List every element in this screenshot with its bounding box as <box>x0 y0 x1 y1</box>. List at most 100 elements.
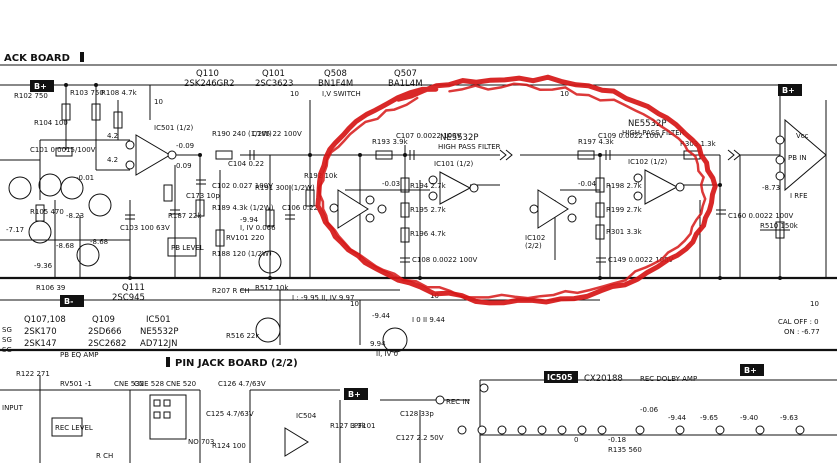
voltage-label: 4.2 <box>107 156 118 164</box>
voltage-label: 9.94 <box>370 340 386 348</box>
ic102-ref: IC102 (1/2) <box>628 158 668 166</box>
pb-eq-amp-label: PB EQ AMP <box>60 351 98 359</box>
right-ic-pin <box>775 155 785 165</box>
parts-table-part: NE5532P <box>140 327 179 337</box>
c109-label: C109 0.0022 100V <box>598 132 664 140</box>
r190-label: R190 240 (1/2W) <box>212 130 272 138</box>
r104-label: R104 100 <box>34 119 68 127</box>
c101-label: C101 0.0015/100V <box>30 146 96 154</box>
r191-label: R191 300 (1/2W) <box>255 184 315 192</box>
red-annotation-circle <box>315 74 718 306</box>
parts-table-part: 2SD666 <box>88 327 122 337</box>
parts-table-refs: Q107,108 <box>24 315 66 325</box>
ic501-pin <box>125 140 135 150</box>
ic504-opamp <box>284 427 309 457</box>
mode-label: II, IV 0 <box>376 350 398 358</box>
r122-label: R122 271 <box>16 370 50 378</box>
sg-label: SG <box>2 326 12 334</box>
c127-label: C127 2.2 50V <box>396 434 444 442</box>
voltage-label: -9.44 <box>372 312 391 320</box>
r124-label: R124 100 <box>212 442 246 450</box>
voltage-label: -0.03 <box>382 180 400 188</box>
voltage-label: -9.63 <box>780 414 798 422</box>
rch-label: R CH <box>96 452 113 460</box>
right-ic-pin <box>775 135 785 145</box>
c125-label: C125 4.7/63V <box>206 410 254 418</box>
voltage-label: -0.09 <box>176 142 194 150</box>
connector-label: CNE 520 <box>166 380 196 388</box>
right-ic-pin <box>775 171 785 181</box>
board-title-bottom: PIN JACK BOARD (2/2) <box>175 358 298 369</box>
left-resistors <box>35 103 315 247</box>
left-capacitors <box>125 150 295 220</box>
r189-label: R189 4.3k (1/2W) <box>212 204 274 212</box>
q508-ref: Q508 <box>324 69 347 79</box>
c106-label: C106 0.22 <box>282 204 318 212</box>
mode-label: I 0 II 9.44 <box>412 316 445 324</box>
svg-text:B-: B- <box>64 297 73 306</box>
svg-text:B+: B+ <box>744 366 757 375</box>
ic101-function: HIGH PASS FILTER <box>438 143 501 151</box>
rv501-label: RV501 -1 <box>60 380 92 388</box>
svg-text:CX20188: CX20188 <box>584 374 623 384</box>
voltage-label: 4.2 <box>107 132 118 140</box>
rec-in-label: REC IN <box>446 398 470 406</box>
rv101-label: RV101 220 <box>226 234 264 242</box>
lpf101-label: LPF101 <box>350 422 376 430</box>
voltage-label: -9.36 <box>34 262 53 270</box>
parts-table-part: 2SK170 <box>24 327 57 337</box>
ic501-ref: IC501 (1/2) <box>154 124 194 132</box>
c103-label: C103 100 63V <box>120 224 170 232</box>
voltage-label: 0.09 <box>176 162 192 170</box>
pin-label: 10 <box>560 90 569 98</box>
voltage-label: -0.06 <box>640 406 659 414</box>
voltage-label: -8.23 <box>66 212 84 220</box>
r135-label: R135 560 <box>608 446 642 454</box>
right-vcc-label: Vcc <box>796 132 809 140</box>
bottom-wiring <box>0 375 837 463</box>
r195-label: R195 2.7k <box>410 206 447 214</box>
junction-dots <box>64 83 782 280</box>
r108-label: R108 4.7k <box>101 89 138 97</box>
q507-ref: Q507 <box>394 69 417 79</box>
q110-ref: Q110 <box>196 69 219 79</box>
sg-label: SG <box>2 336 12 344</box>
signal-arrow <box>499 149 513 161</box>
r516-label: R516 22k <box>226 332 260 340</box>
board-title-top: ACK BOARD <box>4 53 70 64</box>
q101-part: 2SC3623 <box>255 79 293 89</box>
pin-label: 10 <box>290 90 299 98</box>
ic501-pin <box>125 160 135 170</box>
r187-label: R187 22k <box>168 212 202 220</box>
left-transistors <box>8 173 408 353</box>
c107-label: C107 0.0022 100V <box>396 132 462 140</box>
ic102-part: NE5532P <box>628 119 667 129</box>
ic501-pin <box>167 150 177 160</box>
parts-table-refs: Q109 <box>92 315 115 325</box>
svg-text:B+: B+ <box>34 82 47 91</box>
ic102-function: HIGH PASS FILTER <box>622 129 685 137</box>
r197-label: R197 4.3k <box>578 138 615 146</box>
r207-label: R207 R CH <box>212 287 250 295</box>
input-label: INPUT <box>2 404 24 412</box>
ic101-opamp <box>439 171 472 205</box>
c126-label: C126 4.7/63V <box>218 380 266 388</box>
rec-level-box: REC LEVEL <box>51 417 93 437</box>
c102-label: C102 0.027 100V <box>212 182 273 190</box>
c108-label: C108 0.0022 100V <box>412 256 478 264</box>
r510-label: R510 150k <box>760 222 799 230</box>
c105-label: C105 22 100V <box>252 130 302 138</box>
hpf-pins <box>329 173 685 223</box>
cal-on-label: ON : -6.77 <box>784 328 820 336</box>
svg-text:REC LEVEL: REC LEVEL <box>55 424 93 432</box>
voltage-label: -7.17 <box>6 226 24 234</box>
voltage-label: -0.01 <box>76 174 94 182</box>
ic101-ref: IC101 (1/2) <box>434 160 474 168</box>
r102-label: R102 750 <box>14 92 48 100</box>
title-bracket-mark <box>80 52 84 62</box>
ic505-pins <box>435 383 805 435</box>
parts-table-alt: AD712JN <box>140 339 177 349</box>
r105-label: R105 470 <box>30 208 64 216</box>
r301-label: R301 3.3k <box>606 228 643 236</box>
